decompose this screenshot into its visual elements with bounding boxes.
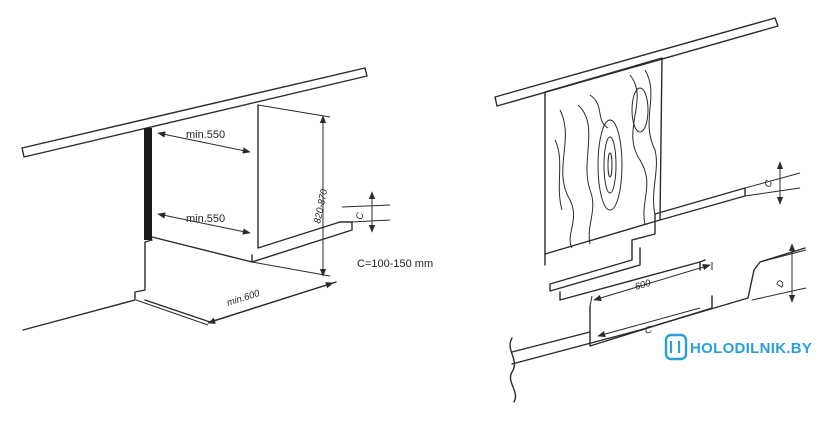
dim-600	[593, 264, 711, 301]
label-depth: min.550	[186, 213, 225, 225]
dim-bottom-width	[207, 282, 334, 324]
right-floor-break	[509, 337, 517, 403]
brand-name: HOLODILNIK.BY	[690, 340, 812, 357]
dim-depth	[157, 212, 251, 235]
right-cabinet-figure: C D 600 C	[494, 17, 807, 403]
left-black-panel	[144, 128, 152, 240]
label-top-width: min.550	[186, 129, 225, 141]
dim-600-ext-left	[589, 295, 593, 307]
dim-d-ext-bottom	[751, 287, 807, 301]
dim-c-ext-top	[341, 204, 391, 208]
right-cabinet-lines	[544, 187, 746, 292]
left-side-panel	[257, 104, 341, 249]
dim-right-c-ext-bottom	[744, 187, 801, 197]
brand-watermark: HOLODILNIK.BY	[660, 331, 836, 363]
dim-right-c-ext-top	[744, 172, 801, 189]
dim-right-c-lower	[597, 307, 701, 338]
label-c: C	[354, 211, 366, 220]
label-bottom-width: min.600	[226, 288, 262, 309]
wood-panel	[544, 57, 663, 255]
left-countertop	[21, 67, 368, 158]
left-plinth	[22, 221, 353, 331]
right-lower-plinth	[559, 259, 706, 301]
right-countertop	[494, 17, 779, 107]
dim-height-ext-top	[257, 104, 331, 118]
dim-top-width	[157, 131, 251, 154]
label-600: 600	[634, 278, 653, 293]
label-c-range: C=100-150 mm	[357, 258, 433, 270]
label-right-d: D	[774, 279, 787, 289]
fridge-logo-icon	[664, 333, 688, 361]
left-cabinet-figure: min.550 min.550 820-870 C C=100-150 mm m…	[21, 67, 433, 331]
label-right-c-lower: C	[644, 324, 654, 337]
dim-c-ext-bottom	[351, 219, 391, 223]
dim-height-ext-bottom	[251, 261, 331, 277]
dim-bottom-ext-left	[135, 299, 209, 326]
label-height: 820-870	[312, 188, 330, 225]
dim-d-ext-top	[759, 249, 807, 263]
label-right-c: C	[762, 179, 775, 189]
